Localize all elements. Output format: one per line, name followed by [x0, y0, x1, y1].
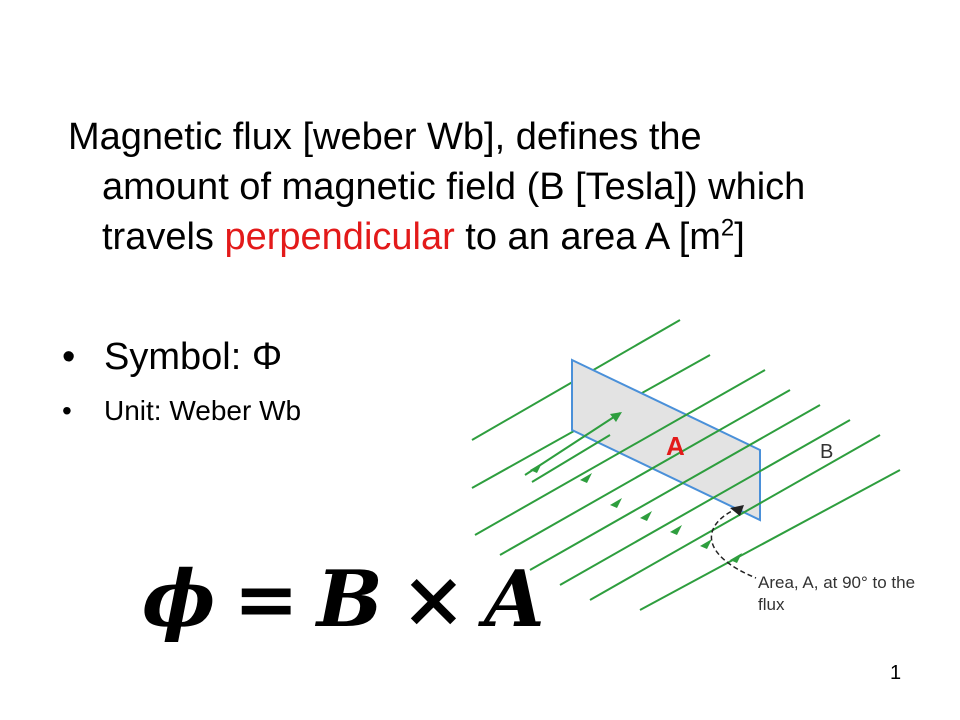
superscript-2: 2	[720, 214, 735, 242]
formula-b: B	[316, 554, 383, 645]
page-number: 1	[890, 662, 902, 684]
perpendicular-highlight: perpendicular	[224, 216, 455, 258]
formula-a: A	[484, 554, 545, 645]
area-plane	[571, 358, 761, 522]
bullet-list: • Symbol: Φ • Unit: Weber Wb	[62, 330, 301, 434]
intro-text-close: ]	[734, 216, 745, 258]
arrowhead-icon	[730, 553, 742, 563]
field-label-b: B	[820, 441, 833, 463]
formula-equals: =	[233, 554, 299, 645]
intro-line-1: Magnetic flux [weber Wb], defines the	[68, 116, 702, 158]
bullet-unit: • Unit: Weber Wb	[62, 388, 301, 434]
field-line	[529, 404, 821, 571]
formula-times: ×	[400, 554, 467, 645]
unit-text: Unit: Weber Wb	[104, 395, 302, 426]
area-label: A	[666, 431, 685, 461]
normal-arrows	[524, 412, 622, 483]
field-line	[474, 369, 766, 536]
intro-text-area: to an area A [m	[454, 216, 721, 258]
caption-pointer	[710, 507, 757, 579]
flux-formula: ϕ=B×A	[142, 555, 545, 645]
intro-line-2: amount of magnetic field (B [Tesla]) whi…	[102, 166, 806, 208]
caption-line-2: flux	[758, 595, 785, 614]
magnetic-flux-diagram: A B Area, A, at 90° to the flux	[471, 319, 915, 614]
arrowhead-icon	[700, 539, 712, 549]
symbol-text: Symbol: Φ	[104, 336, 283, 378]
bullet-symbol: • Symbol: Φ	[62, 330, 301, 384]
intro-text-travels: travels	[102, 216, 225, 258]
intro-line-3: travels perpendicular to an area A [m2]	[68, 212, 928, 262]
field-line	[499, 389, 791, 556]
arrowhead-icon	[610, 498, 622, 508]
bullet-dot: •	[62, 395, 72, 426]
field-line	[559, 419, 851, 586]
arrowhead-icon	[610, 412, 622, 422]
normal-line	[524, 412, 621, 476]
field-line	[589, 434, 881, 601]
arrowhead-icon	[640, 511, 652, 521]
intro-paragraph: Magnetic flux [weber Wb], defines the am…	[68, 112, 928, 262]
field-lines-front	[474, 369, 901, 611]
arrowhead-icon	[580, 473, 592, 483]
normal-line	[531, 434, 611, 483]
arrowhead-icon	[670, 525, 682, 535]
pointer-arrowhead-icon	[730, 505, 744, 516]
bullet-dot: •	[62, 336, 76, 378]
field-line	[639, 469, 901, 611]
formula-phi: ϕ	[142, 554, 216, 645]
caption-line-1: Area, A, at 90° to the	[758, 573, 915, 592]
